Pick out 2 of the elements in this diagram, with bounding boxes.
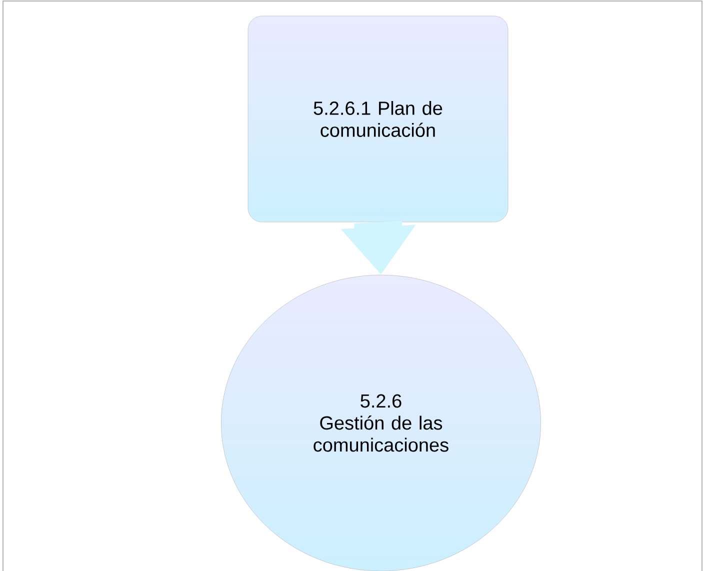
ellipse-node: 5.2.6 Gestión de las comunicaciones [221, 274, 541, 571]
process-box: 5.2.6.1 Plan de comunicación [248, 16, 508, 222]
